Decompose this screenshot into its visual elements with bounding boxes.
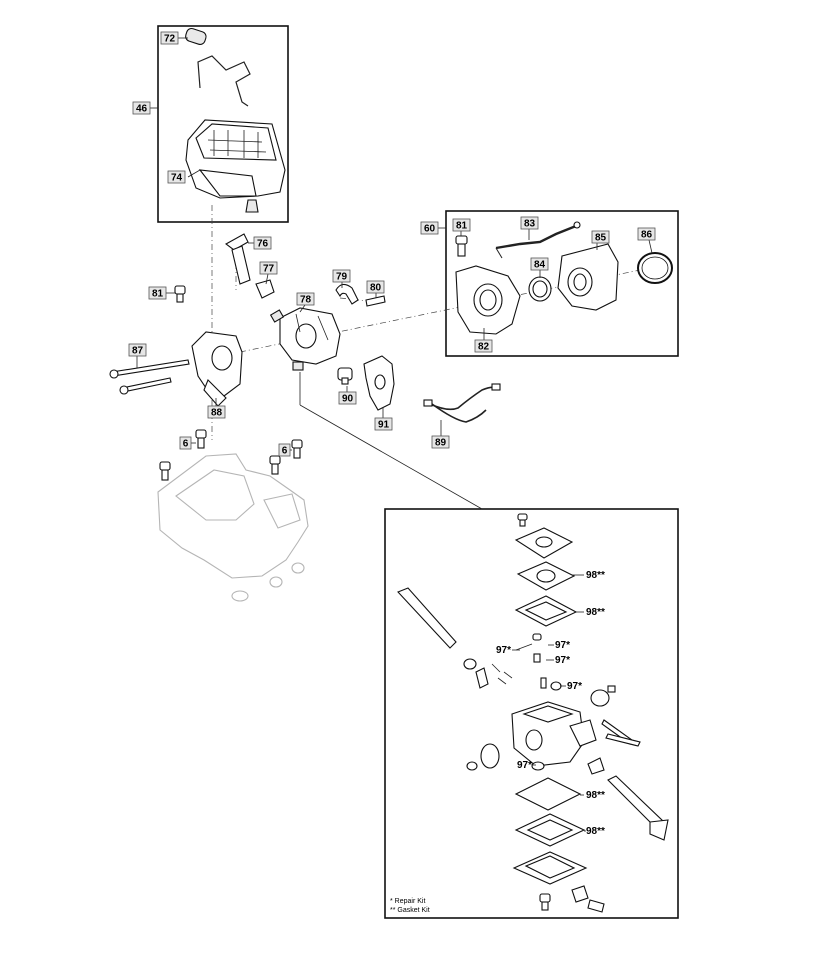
svg-text:74: 74 [171,173,183,184]
svg-text:79: 79 [336,272,348,283]
svg-text:82: 82 [478,342,490,353]
callout-81-left: 81 [148,286,167,300]
callout-88: 88 [207,405,226,419]
callout-97-lower: 97* [517,760,532,771]
part-74-filter-housing [185,119,286,213]
svg-text:83: 83 [524,219,536,230]
part-89-cable [423,383,501,423]
part-87-bolts [109,359,190,395]
intake-frame [445,210,679,357]
callout-74: 74 [167,170,186,184]
callout-80: 80 [366,280,385,294]
callout-84: 84 [530,257,549,271]
carburetor-detail-parts [397,513,669,913]
part-82-intake-manifold [455,265,521,335]
callout-97-spring: 97* [555,655,570,666]
legend-gasket-kit: ** Gasket Kit [390,907,430,914]
callout-97-disc: 97* [567,681,582,692]
part-88-carb-adapter [191,331,243,407]
svg-text:85: 85 [595,233,607,244]
engine-block-ghost [157,429,309,602]
callout-6-left: 6 [179,436,192,450]
callout-82: 82 [474,339,493,353]
part-77-gasket [255,279,275,299]
svg-text:91: 91 [378,420,390,431]
part-90-fitting [337,367,353,385]
svg-text:88: 88 [211,408,223,419]
callout-85: 85 [591,230,610,244]
callout-91: 91 [374,417,393,431]
svg-text:86: 86 [641,230,653,241]
part-76-intake-tube [224,233,251,285]
callout-6-right: 6 [278,443,291,457]
part-78-carburetor [269,307,341,371]
callout-97-upper-right: 97* [555,640,570,651]
part-79-hose [335,283,359,305]
part-80-hose [365,295,386,307]
svg-text:6: 6 [183,439,189,450]
callout-87: 87 [128,343,147,357]
callout-98-upper-diaphragm: 98** [586,570,605,581]
callout-72: 72 [160,31,179,45]
legend-repair-kit: * Repair Kit [390,898,425,905]
part-81-screw-right [455,235,468,257]
carburetor-detail-frame [384,508,679,919]
svg-text:84: 84 [534,260,546,271]
svg-text:60: 60 [424,224,436,235]
svg-text:76: 76 [257,239,269,250]
callout-97-left: 97* [496,645,511,656]
part-72-clip [185,27,207,45]
part-83-link-rod [495,221,581,259]
part-85-boot [557,243,619,311]
svg-text:89: 89 [435,438,447,449]
svg-text:77: 77 [263,264,275,275]
leader-lines [136,37,653,832]
svg-text:80: 80 [370,283,382,294]
callout-78: 78 [296,292,315,306]
svg-text:72: 72 [164,34,176,45]
callout-79: 79 [332,269,351,283]
callout-98-lower-gasket: 98** [586,826,605,837]
callout-83: 83 [520,216,539,230]
part-91-bracket [363,355,395,411]
svg-text:90: 90 [342,394,354,405]
callout-46: 46 [132,101,151,115]
callout-76: 76 [253,236,272,250]
part-86-o-ring [637,252,673,284]
svg-text:46: 46 [136,104,148,115]
part-wire-bracket [197,55,251,107]
svg-text:87: 87 [132,346,144,357]
callout-81-right: 81 [452,218,471,232]
air-filter-frame [157,25,289,223]
callout-86: 86 [637,227,656,241]
svg-text:78: 78 [300,295,312,306]
callout-98-lower-diaphragm: 98** [586,790,605,801]
callout-89: 89 [431,435,450,449]
callout-77: 77 [259,261,278,275]
svg-text:81: 81 [152,289,164,300]
callout-60: 60 [420,221,439,235]
svg-text:81: 81 [456,221,468,232]
callout-98-upper-gasket: 98** [586,607,605,618]
callout-90: 90 [338,391,357,405]
part-81-screw-left [174,285,186,303]
svg-text:6: 6 [282,446,288,457]
part-84-ring [528,276,552,302]
